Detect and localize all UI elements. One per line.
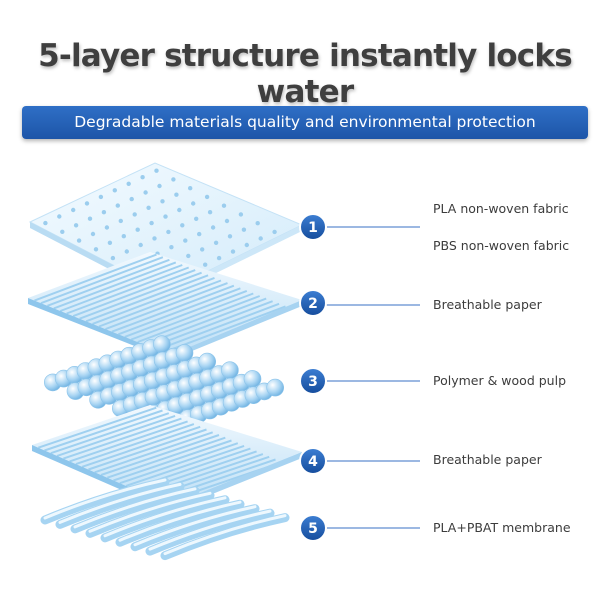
- badge-4: 4: [299, 447, 327, 475]
- badge-1: 1: [299, 213, 327, 241]
- layer-3-label: Polymer & wood pulp: [433, 373, 567, 388]
- layer-1-label-bottom: PBS non-woven fabric: [433, 238, 570, 253]
- badge-3: 3: [299, 367, 327, 395]
- badge-5-number: 5: [308, 521, 318, 537]
- layer-5-membrane: [40, 477, 290, 561]
- page-title: 5-layer structure instantly locks water: [38, 38, 573, 110]
- badge-2: 2: [299, 289, 327, 317]
- layer-illustration: 1 2 3 4 5: [28, 162, 420, 561]
- layer-1-label-top: PLA non-woven fabric: [433, 201, 569, 216]
- layer-2-breathable-paper: [28, 252, 302, 360]
- subtitle-banner: Degradable materials quality and environ…: [22, 106, 588, 139]
- layer-5-label: PLA+PBAT membrane: [433, 520, 571, 535]
- badge-4-number: 4: [308, 454, 318, 470]
- badge-3-number: 3: [308, 374, 318, 390]
- layer-2-label: Breathable paper: [433, 297, 542, 312]
- badge-2-number: 2: [308, 296, 318, 312]
- badge-1-number: 1: [308, 220, 318, 236]
- layer-4-label: Breathable paper: [433, 452, 542, 467]
- badge-5: 5: [299, 514, 327, 542]
